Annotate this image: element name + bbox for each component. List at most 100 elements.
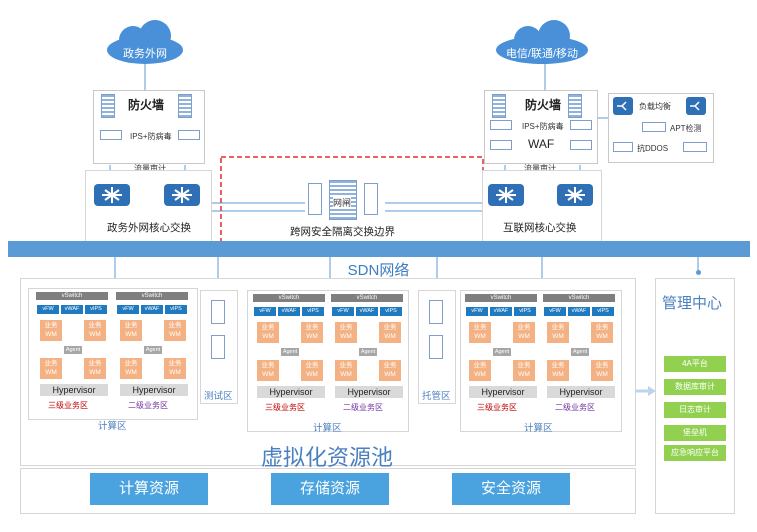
management-center-box <box>655 278 735 514</box>
gateway-server-icon <box>364 183 378 215</box>
business-vm: 业务 WM <box>513 322 535 343</box>
core-switch-icon <box>557 184 593 206</box>
ips-device-icon <box>570 120 592 130</box>
compute-area-label: 计算区 <box>524 423 553 434</box>
business-vm: 业务 WM <box>469 322 491 343</box>
ddos-device-icon <box>683 142 707 152</box>
agent-bar: Agent <box>144 346 162 354</box>
right-flow-audit-label: 流量审计 <box>524 164 556 173</box>
gateway-server-icon <box>308 183 322 215</box>
business-vm: 业务 WM <box>84 320 106 341</box>
core-switch-icon <box>94 184 130 206</box>
left-core-switch-label: 政务外网核心交换 <box>107 222 191 234</box>
core-switch-icon <box>488 184 524 206</box>
compute-area-label: 计算区 <box>98 421 127 432</box>
virtual-nic: vWAF <box>355 306 379 317</box>
compute-area-label: 计算区 <box>313 423 342 434</box>
vswitch-bar: vSwitch <box>116 292 188 300</box>
business-vm: 业务 WM <box>591 322 613 343</box>
management-center-title: 管理中心 <box>662 295 723 312</box>
ips-device-icon <box>100 130 122 140</box>
level2-zone-label: 二级业务区 <box>555 403 595 412</box>
business-vm: 业务 WM <box>40 320 62 341</box>
vswitch-bar: vSwitch <box>331 294 403 302</box>
vswitch-bar: vSwitch <box>543 294 615 302</box>
apt-label: APT检测 <box>670 124 702 133</box>
virtual-nic: vFW <box>331 306 355 317</box>
right-firewall-label: 防火墙 <box>525 98 562 112</box>
ddos-label: 抗DDOS <box>637 144 669 153</box>
business-vm: 业务 WM <box>164 358 186 379</box>
agent-bar: Agent <box>493 348 511 356</box>
left-ips-label: IPS+防病毒 <box>130 132 172 141</box>
hypervisor-bar: Hypervisor <box>469 386 537 398</box>
business-vm: 业务 WM <box>547 360 569 381</box>
isolation-label: 跨网安全隔离交换边界 <box>290 226 395 238</box>
gateway-label: 网闸 <box>333 196 352 209</box>
virtual-nic: vWAF <box>60 304 84 315</box>
ddos-device-icon <box>613 142 633 152</box>
virtual-nic: vWAF <box>277 306 301 317</box>
virtual-nic: vWAF <box>567 306 591 317</box>
cloud-gov-extranet: 政务外网 <box>103 18 187 66</box>
hosting-zone-label: 托管区 <box>422 391 451 402</box>
cloud-icon <box>107 20 183 64</box>
hypervisor-bar: Hypervisor <box>257 386 325 398</box>
load-balancer-icon <box>613 97 633 115</box>
firewall-icon <box>178 94 192 118</box>
mgmt-bastion-button[interactable]: 堡垒机 <box>664 425 726 441</box>
hypervisor-bar: Hypervisor <box>120 384 188 396</box>
virtual-nic: vIPS <box>84 304 108 315</box>
ips-device-icon <box>178 130 200 140</box>
business-vm: 业务 WM <box>40 358 62 379</box>
virtual-nic: vIPS <box>301 306 325 317</box>
business-vm: 业务 WM <box>120 358 142 379</box>
mgmt-db-audit-button[interactable]: 数据库审计 <box>664 379 726 395</box>
mgmt-4a-button[interactable]: 4A平台 <box>664 356 726 372</box>
lb-label: 负载均衡 <box>639 102 671 111</box>
level3-zone-label: 三级业务区 <box>48 401 88 410</box>
business-vm: 业务 WM <box>469 360 491 381</box>
level3-zone-label: 三级业务区 <box>265 403 305 412</box>
compute-resource-button[interactable]: 计算资源 <box>90 473 208 505</box>
right-waf-label: WAF <box>528 137 555 151</box>
level3-zone-label: 三级业务区 <box>477 403 517 412</box>
firewall-icon <box>492 94 506 118</box>
left-flow-audit-label: 流量审计 <box>134 164 166 173</box>
mgmt-emergency-button[interactable]: 应急响应平台 <box>664 445 726 461</box>
virtual-nic: vFW <box>543 306 567 317</box>
business-vm: 业务 WM <box>379 360 401 381</box>
virtual-nic: vFW <box>36 304 60 315</box>
hypervisor-bar: Hypervisor <box>547 386 615 398</box>
virtual-nic: vIPS <box>513 306 537 317</box>
cloud-icon <box>496 20 588 64</box>
cloud-label: 政务外网 <box>123 48 167 60</box>
business-vm: 业务 WM <box>301 360 323 381</box>
hypervisor-bar: Hypervisor <box>335 386 403 398</box>
mgmt-log-audit-button[interactable]: 日志审计 <box>664 402 726 418</box>
virtual-nic: vFW <box>465 306 489 317</box>
core-switch-icon <box>164 184 200 206</box>
firewall-icon <box>568 94 582 118</box>
waf-device-icon <box>490 140 512 150</box>
level2-zone-label: 二级业务区 <box>343 403 383 412</box>
business-vm: 业务 WM <box>513 360 535 381</box>
virtual-nic: vWAF <box>140 304 164 315</box>
virtualization-pool-label: 虚拟化资源池 <box>260 445 393 470</box>
virtual-nic: vFW <box>116 304 140 315</box>
right-ips-label: IPS+防病毒 <box>522 122 564 131</box>
server-icon <box>211 335 225 359</box>
storage-resource-button[interactable]: 存储资源 <box>271 473 389 505</box>
ips-device-icon <box>490 120 512 130</box>
business-vm: 业务 WM <box>335 360 357 381</box>
business-vm: 业务 WM <box>379 322 401 343</box>
business-vm: 业务 WM <box>120 320 142 341</box>
server-icon <box>429 335 443 359</box>
security-resource-button[interactable]: 安全资源 <box>452 473 570 505</box>
firewall-icon <box>101 94 115 118</box>
hypervisor-bar: Hypervisor <box>40 384 108 396</box>
virtual-nic: vWAF <box>489 306 513 317</box>
business-vm: 业务 WM <box>84 358 106 379</box>
right-core-switch-label: 互联网核心交换 <box>503 222 577 234</box>
cloud-label: 电信/联通/移动 <box>505 48 579 60</box>
